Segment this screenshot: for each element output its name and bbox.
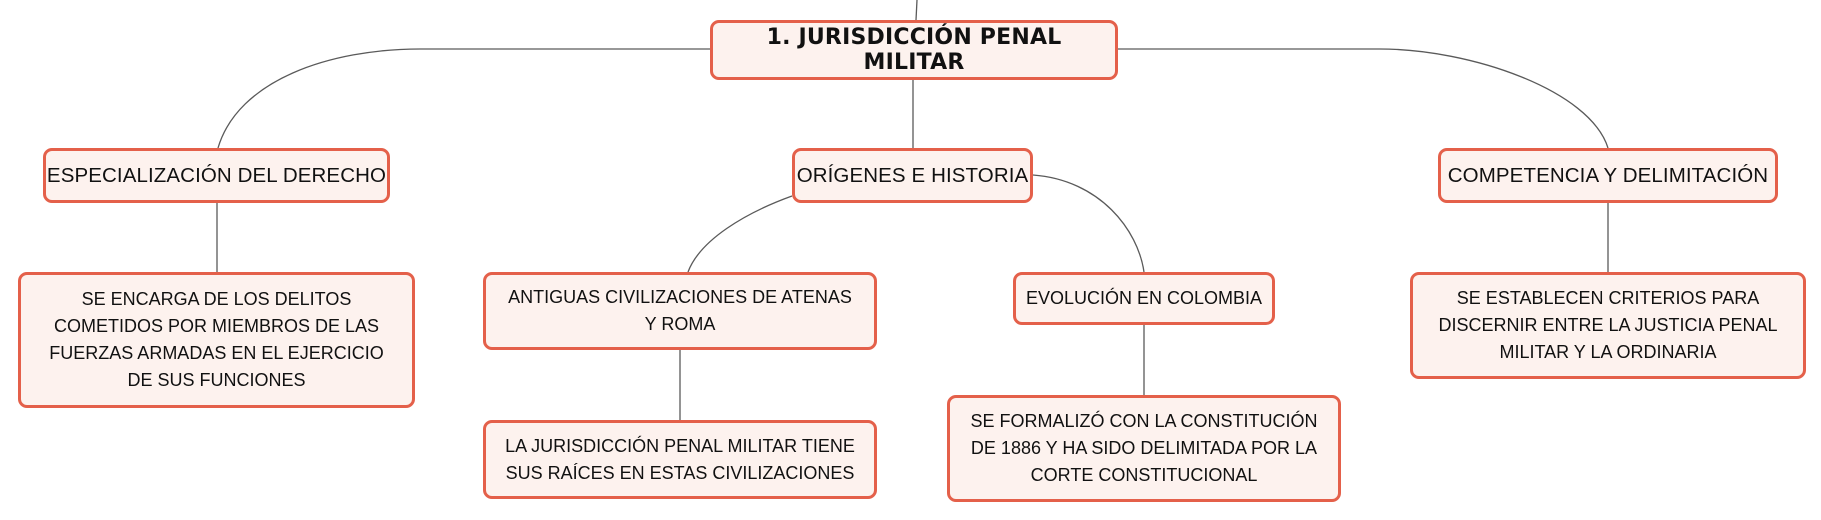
connector-root-to-competencia — [1118, 48, 1609, 149]
node-especializacion-detail[interactable]: SE ENCARGA DE LOS DELITOS COMETIDOS POR … — [18, 272, 415, 408]
node-especializacion-detail-label: SE ENCARGA DE LOS DELITOS COMETIDOS POR … — [49, 289, 384, 390]
node-competencia[interactable]: COMPETENCIA Y DELIMITACIÓN — [1438, 148, 1778, 203]
node-especializacion[interactable]: ESPECIALIZACIÓN DEL DERECHO — [43, 148, 390, 203]
node-antiguas-civilizaciones-label: ANTIGUAS CIVILIZACIONES DE ATENAS Y ROMA — [508, 287, 852, 334]
node-evolucion-detail[interactable]: SE FORMALIZÓ CON LA CONSTITUCIÓN DE 1886… — [947, 395, 1341, 502]
connector-root-parent — [915, 0, 918, 21]
node-especializacion-label: ESPECIALIZACIÓN DEL DERECHO — [46, 163, 387, 187]
connector-root-to-especializacion — [217, 48, 710, 149]
connector-origenes-to-antiguas — [687, 195, 793, 273]
node-evolucion-detail-label: SE FORMALIZÓ CON LA CONSTITUCIÓN DE 1886… — [970, 411, 1318, 485]
connector-origenes-to-evolucion — [1032, 174, 1145, 273]
root-node-label: 1. JURISDICCIÓN PENAL MILITAR — [766, 25, 1062, 75]
node-competencia-detail-label: SE ESTABLECEN CRITERIOS PARA DISCERNIR E… — [1438, 288, 1778, 362]
node-origenes-label: ORÍGENES E HISTORIA — [796, 163, 1029, 187]
node-evolucion-colombia-label: EVOLUCIÓN EN COLOMBIA — [1025, 288, 1263, 308]
node-antiguas-civilizaciones[interactable]: ANTIGUAS CIVILIZACIONES DE ATENAS Y ROMA — [483, 272, 877, 350]
node-origenes[interactable]: ORÍGENES E HISTORIA — [792, 148, 1033, 203]
node-antiguas-detail-label: LA JURISDICCIÓN PENAL MILITAR TIENE SUS … — [505, 435, 855, 483]
node-competencia-label: COMPETENCIA Y DELIMITACIÓN — [1447, 163, 1769, 187]
node-evolucion-colombia[interactable]: EVOLUCIÓN EN COLOMBIA — [1013, 272, 1275, 325]
node-antiguas-detail[interactable]: LA JURISDICCIÓN PENAL MILITAR TIENE SUS … — [483, 420, 877, 499]
node-competencia-detail[interactable]: SE ESTABLECEN CRITERIOS PARA DISCERNIR E… — [1410, 272, 1806, 379]
root-node[interactable]: 1. JURISDICCIÓN PENAL MILITAR — [710, 20, 1118, 80]
